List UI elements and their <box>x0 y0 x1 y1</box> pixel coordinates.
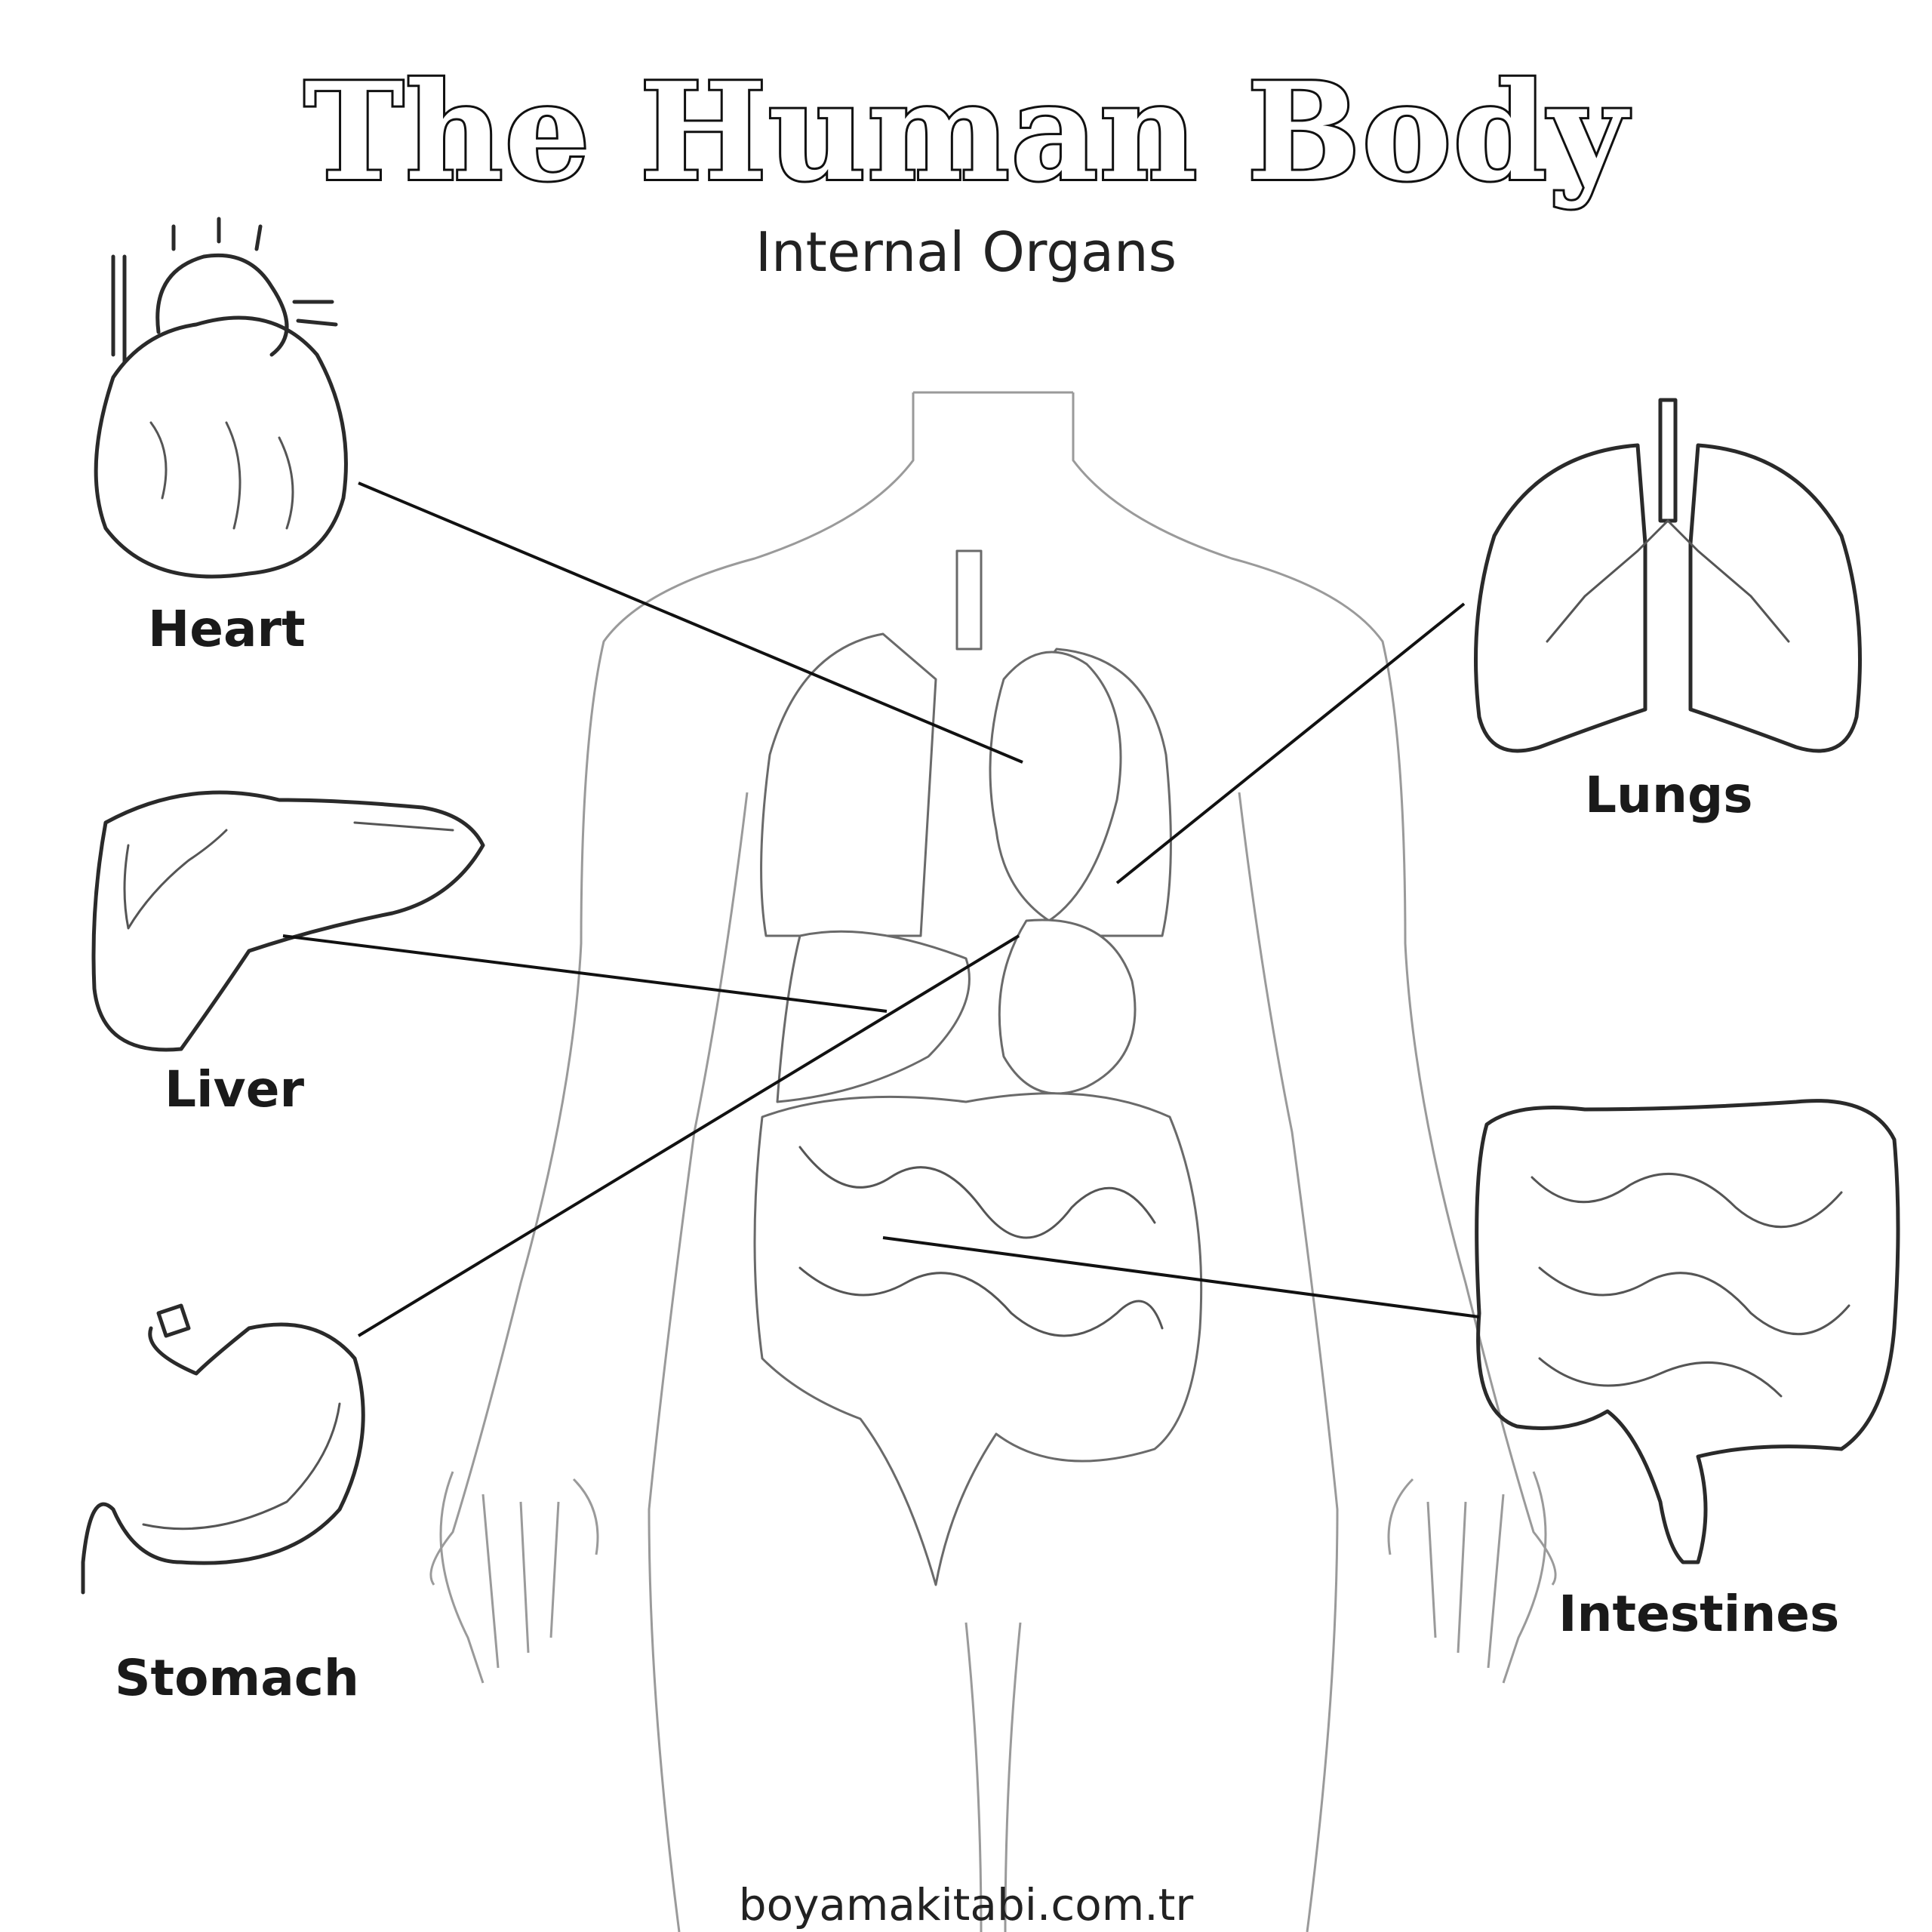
torso-intestines-icon <box>753 1092 1203 1586</box>
intestines-icon <box>1475 1099 1900 1564</box>
heart-label: Heart <box>148 600 306 658</box>
stomach-leader-line <box>357 934 1020 1337</box>
torso-liver-icon <box>776 930 971 1103</box>
page-title: The Human Body <box>302 51 1629 213</box>
liver-label: Liver <box>165 1060 305 1118</box>
lungs-icon <box>1474 398 1862 753</box>
footer-url: boyamakitabi.com.tr <box>738 1879 1194 1930</box>
heart-icon <box>94 217 348 579</box>
trachea-icon <box>955 549 983 651</box>
torso-heart-icon <box>989 651 1122 922</box>
intestines-leader-line <box>882 1236 1480 1318</box>
body-outline <box>429 391 1557 1932</box>
heart-leader-line <box>358 481 1023 764</box>
intestines-label: Intestines <box>1558 1585 1840 1643</box>
stomach-label: Stomach <box>115 1649 359 1707</box>
torso-stomach-icon <box>998 918 1137 1095</box>
torso-organs <box>753 549 1203 1586</box>
lungs-leader-line <box>1115 602 1466 884</box>
liver-leader-line <box>282 934 888 1013</box>
lungs-label: Lungs <box>1585 766 1753 824</box>
page-subtitle: Internal Organs <box>755 220 1177 284</box>
leader-lines <box>282 481 1480 1337</box>
liver-icon <box>91 790 485 1052</box>
stomach-icon <box>81 1303 365 1595</box>
